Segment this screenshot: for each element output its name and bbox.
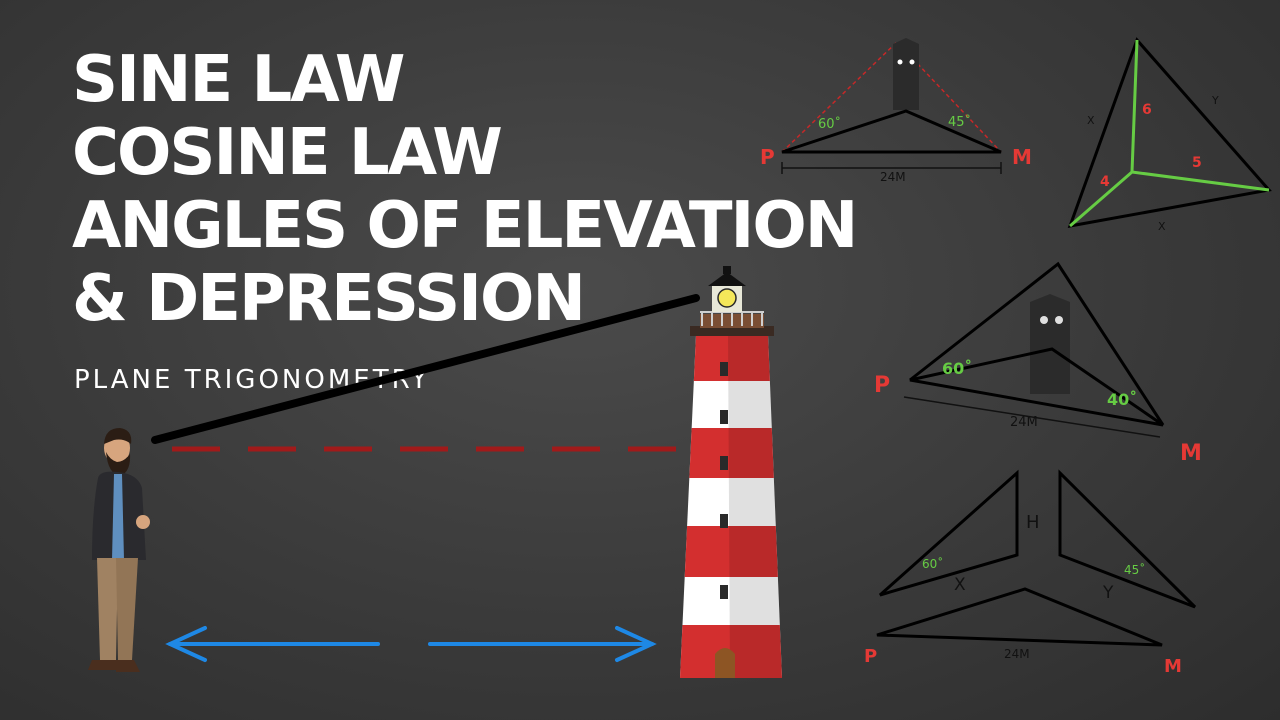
- title-line-sine-law: SINE LAW: [72, 43, 406, 117]
- distance-arrow: [165, 626, 657, 662]
- main-title: SINE LAW COSINE LAW ANGLES OF ELEVATION …: [72, 43, 858, 336]
- tetra-inner-5: 5: [1192, 155, 1202, 171]
- mid-angle-right: 40˚: [1107, 390, 1137, 409]
- diagram-bottom-split: H 60˚ 45˚ X Y P M 24M: [864, 469, 1197, 677]
- bottom-side-y: Y: [1102, 583, 1114, 603]
- bottom-point-m: M: [1164, 656, 1182, 677]
- bottom-point-p: P: [864, 646, 877, 667]
- top-base-length: 24M: [880, 170, 906, 184]
- bottom-angle-right: 45˚: [1124, 562, 1145, 577]
- title-line-depression: & DEPRESSION: [72, 262, 586, 336]
- lighthouse-icon: [680, 266, 782, 678]
- mid-point-p: P: [874, 373, 890, 398]
- tetra-edge-x-bottom: X: [1158, 220, 1166, 233]
- line-of-sight: [151, 294, 700, 444]
- tetra-edge-x-top: X: [1087, 114, 1095, 127]
- top-angle-right: 45˚: [948, 114, 971, 130]
- bottom-base-length: 24M: [1004, 647, 1030, 661]
- diagram-tetrahedron: X Y X 6 4 5: [1067, 37, 1272, 233]
- title-line-angles: ANGLES OF ELEVATION: [72, 189, 858, 263]
- mid-angle-left: 60˚: [942, 359, 972, 378]
- tetra-inner-4: 4: [1100, 174, 1110, 190]
- title-line-cosine-law: COSINE LAW: [72, 116, 503, 190]
- bottom-side-x: X: [954, 575, 966, 595]
- top-point-p: P: [760, 145, 775, 169]
- top-angle-left: 60˚: [818, 116, 841, 132]
- bottom-height-h: H: [1026, 512, 1040, 533]
- tetra-inner-6: 6: [1142, 102, 1152, 118]
- tetra-edge-y: Y: [1211, 94, 1219, 107]
- bottom-angle-left: 60˚: [922, 556, 943, 571]
- diagram-top-triangle: P M 60˚ 45˚ 24M: [760, 38, 1032, 184]
- mid-base-length: 24M: [1010, 415, 1038, 430]
- diagram-middle-triangle: P M 60˚ 40˚ 24M: [874, 261, 1202, 466]
- mid-point-m: M: [1180, 441, 1202, 466]
- person-icon: [88, 428, 150, 672]
- top-point-m: M: [1012, 145, 1032, 169]
